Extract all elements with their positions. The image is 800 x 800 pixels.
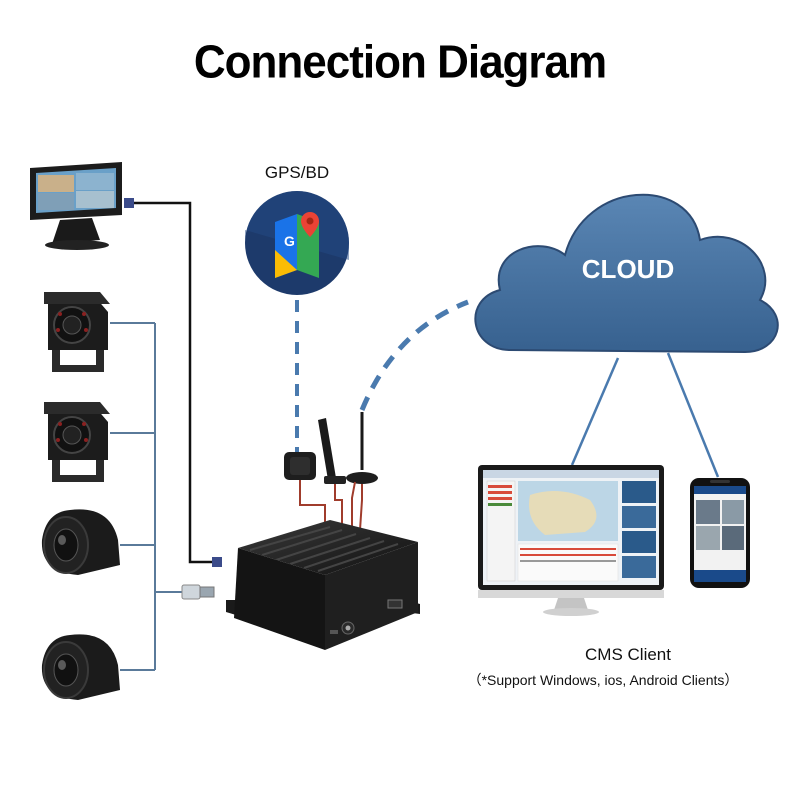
camera-cables xyxy=(110,322,185,671)
cloud-dashed-link xyxy=(359,299,469,411)
cloud-label: CLOUD xyxy=(582,254,674,284)
camera-icon xyxy=(44,292,110,372)
gps-label: GPS/BD xyxy=(265,163,329,182)
mdvr-device-icon xyxy=(226,520,420,650)
device-connector xyxy=(212,557,222,567)
dome-camera-icon xyxy=(41,509,120,575)
camera-icon xyxy=(44,402,110,482)
antenna-icon xyxy=(346,412,378,484)
cloud-to-pc-link xyxy=(570,357,620,466)
monitor-cable xyxy=(130,201,220,564)
smartphone-icon xyxy=(690,478,750,588)
antenna-wires xyxy=(299,480,363,531)
ethernet-plug-icon xyxy=(181,584,215,600)
svg-text:G: G xyxy=(284,233,295,249)
cloud-to-phone-link xyxy=(666,352,720,478)
antenna-icon xyxy=(318,418,346,484)
monitor-icon xyxy=(30,162,122,250)
cloud-icon xyxy=(474,193,779,354)
laptop-monitor-icon xyxy=(478,465,664,616)
dome-camera-icon xyxy=(41,634,120,700)
cms-support-note: （*Support Windows, ios, Android Clients） xyxy=(468,672,739,688)
monitor-connector xyxy=(124,198,134,208)
diagram-title: Connection Diagram xyxy=(193,36,607,89)
gps-antenna-icon xyxy=(284,452,316,480)
cms-client-label: CMS Client xyxy=(585,645,671,664)
gps-map-icon: G xyxy=(245,191,349,295)
